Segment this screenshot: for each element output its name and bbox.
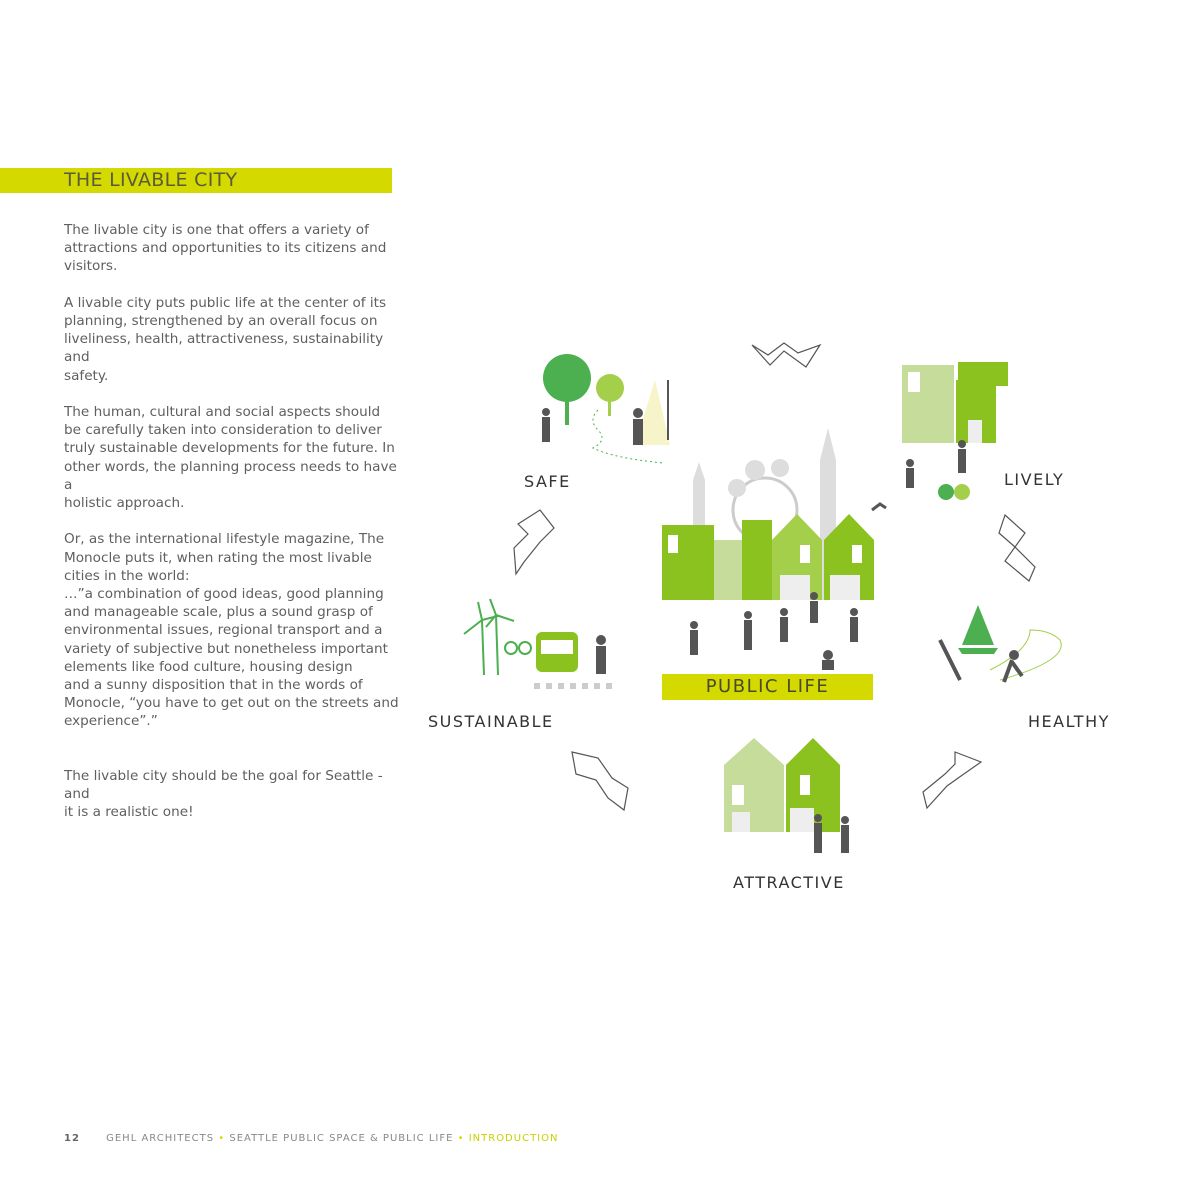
paragraph: The human, cultural and social aspects s… (64, 404, 397, 512)
label-lively: LIVELY (1004, 470, 1065, 489)
lively-illustration (871, 362, 1008, 512)
footer-section: INTRODUCTION (468, 1133, 559, 1144)
sustainable-illustration (463, 598, 612, 689)
section-heading-bar: THE LIVABLE CITY (0, 168, 392, 193)
safe-illustration (542, 354, 670, 464)
attractive-illustration (724, 738, 849, 853)
footer-separator: • (457, 1133, 465, 1144)
page-footer: 12 GEHL ARCHITECTS • SEATTLE PUBLIC SPAC… (64, 1133, 558, 1144)
people-silhouettes (690, 592, 858, 670)
paragraph: The livable city is one that offers a va… (64, 222, 387, 275)
label-healthy: HEALTHY (1028, 712, 1110, 731)
body-text: The livable city is one that offers a va… (64, 221, 399, 839)
section-heading: THE LIVABLE CITY (64, 169, 238, 191)
cycle-arrow-icons (513, 342, 1036, 812)
paragraph: Or, as the international lifestyle magaz… (64, 531, 399, 730)
paragraph: The livable city should be the goal for … (64, 767, 383, 821)
paragraph: A livable city puts public life at the c… (64, 294, 387, 384)
public-life-label: PUBLIC LIFE (662, 674, 873, 700)
footer-title: SEATTLE PUBLIC SPACE & PUBLIC LIFE (229, 1133, 454, 1144)
center-houses-illustration (662, 514, 874, 600)
footer-org: GEHL ARCHITECTS (106, 1133, 215, 1144)
label-sustainable: SUSTAINABLE (428, 712, 554, 731)
label-safe: SAFE (524, 472, 571, 491)
footer-separator: • (218, 1133, 226, 1144)
label-attractive: ATTRACTIVE (733, 873, 845, 892)
healthy-illustration (938, 605, 1062, 683)
page-number: 12 (64, 1133, 80, 1144)
